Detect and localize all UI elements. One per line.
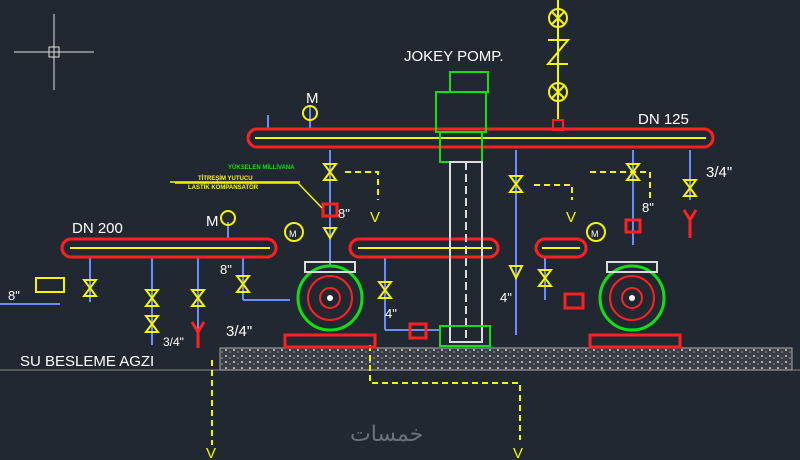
size-label: 8" (642, 200, 654, 215)
size-label: 4" (500, 290, 512, 305)
watermark: خمسات (350, 422, 424, 447)
size-label: 4" (385, 306, 397, 321)
dn125-label: DN 125 (638, 111, 689, 128)
size-label: 3/4" (226, 323, 252, 340)
pipe-dn200 (60, 237, 588, 259)
drain-lines (211, 171, 651, 445)
size-label: 8" (220, 262, 232, 277)
valves (82, 163, 698, 333)
motor-label: M (591, 229, 599, 239)
gauges (35, 105, 606, 293)
jokey-pump-label: JOKEY POMP. (404, 48, 504, 65)
annotation-label: TİTREŞİM YUTUCU (198, 175, 253, 182)
crosshair-cursor-icon (14, 14, 94, 90)
fire-pump-left (283, 261, 377, 349)
annotation-label: LASTİK KOMPANSATÖR (188, 184, 259, 191)
fire-pump-right (588, 261, 682, 349)
drain-label: V (513, 445, 523, 460)
motor-label: M (206, 213, 219, 230)
size-label: 8" (338, 206, 350, 221)
size-label: 3/4" (706, 164, 732, 181)
drain-label: V (370, 209, 380, 226)
size-label: 8" (8, 288, 20, 303)
red-fittings (190, 202, 698, 348)
ground-slab (0, 347, 800, 371)
pipe-dn125 (246, 127, 715, 149)
motor-label: M (306, 90, 319, 107)
drain-label: V (566, 209, 576, 226)
size-label: 3/4" (163, 335, 184, 349)
dn200-label: DN 200 (72, 220, 123, 237)
jockey-pump (435, 71, 491, 347)
gauge-valve-column (545, 0, 571, 131)
drain-label: V (206, 445, 216, 460)
annotation-label: YÜKSELEN MİLLİVANA (228, 164, 295, 171)
motor-label: M (289, 229, 297, 239)
water-inlet-label: SU BESLEME AGZI (20, 353, 154, 370)
